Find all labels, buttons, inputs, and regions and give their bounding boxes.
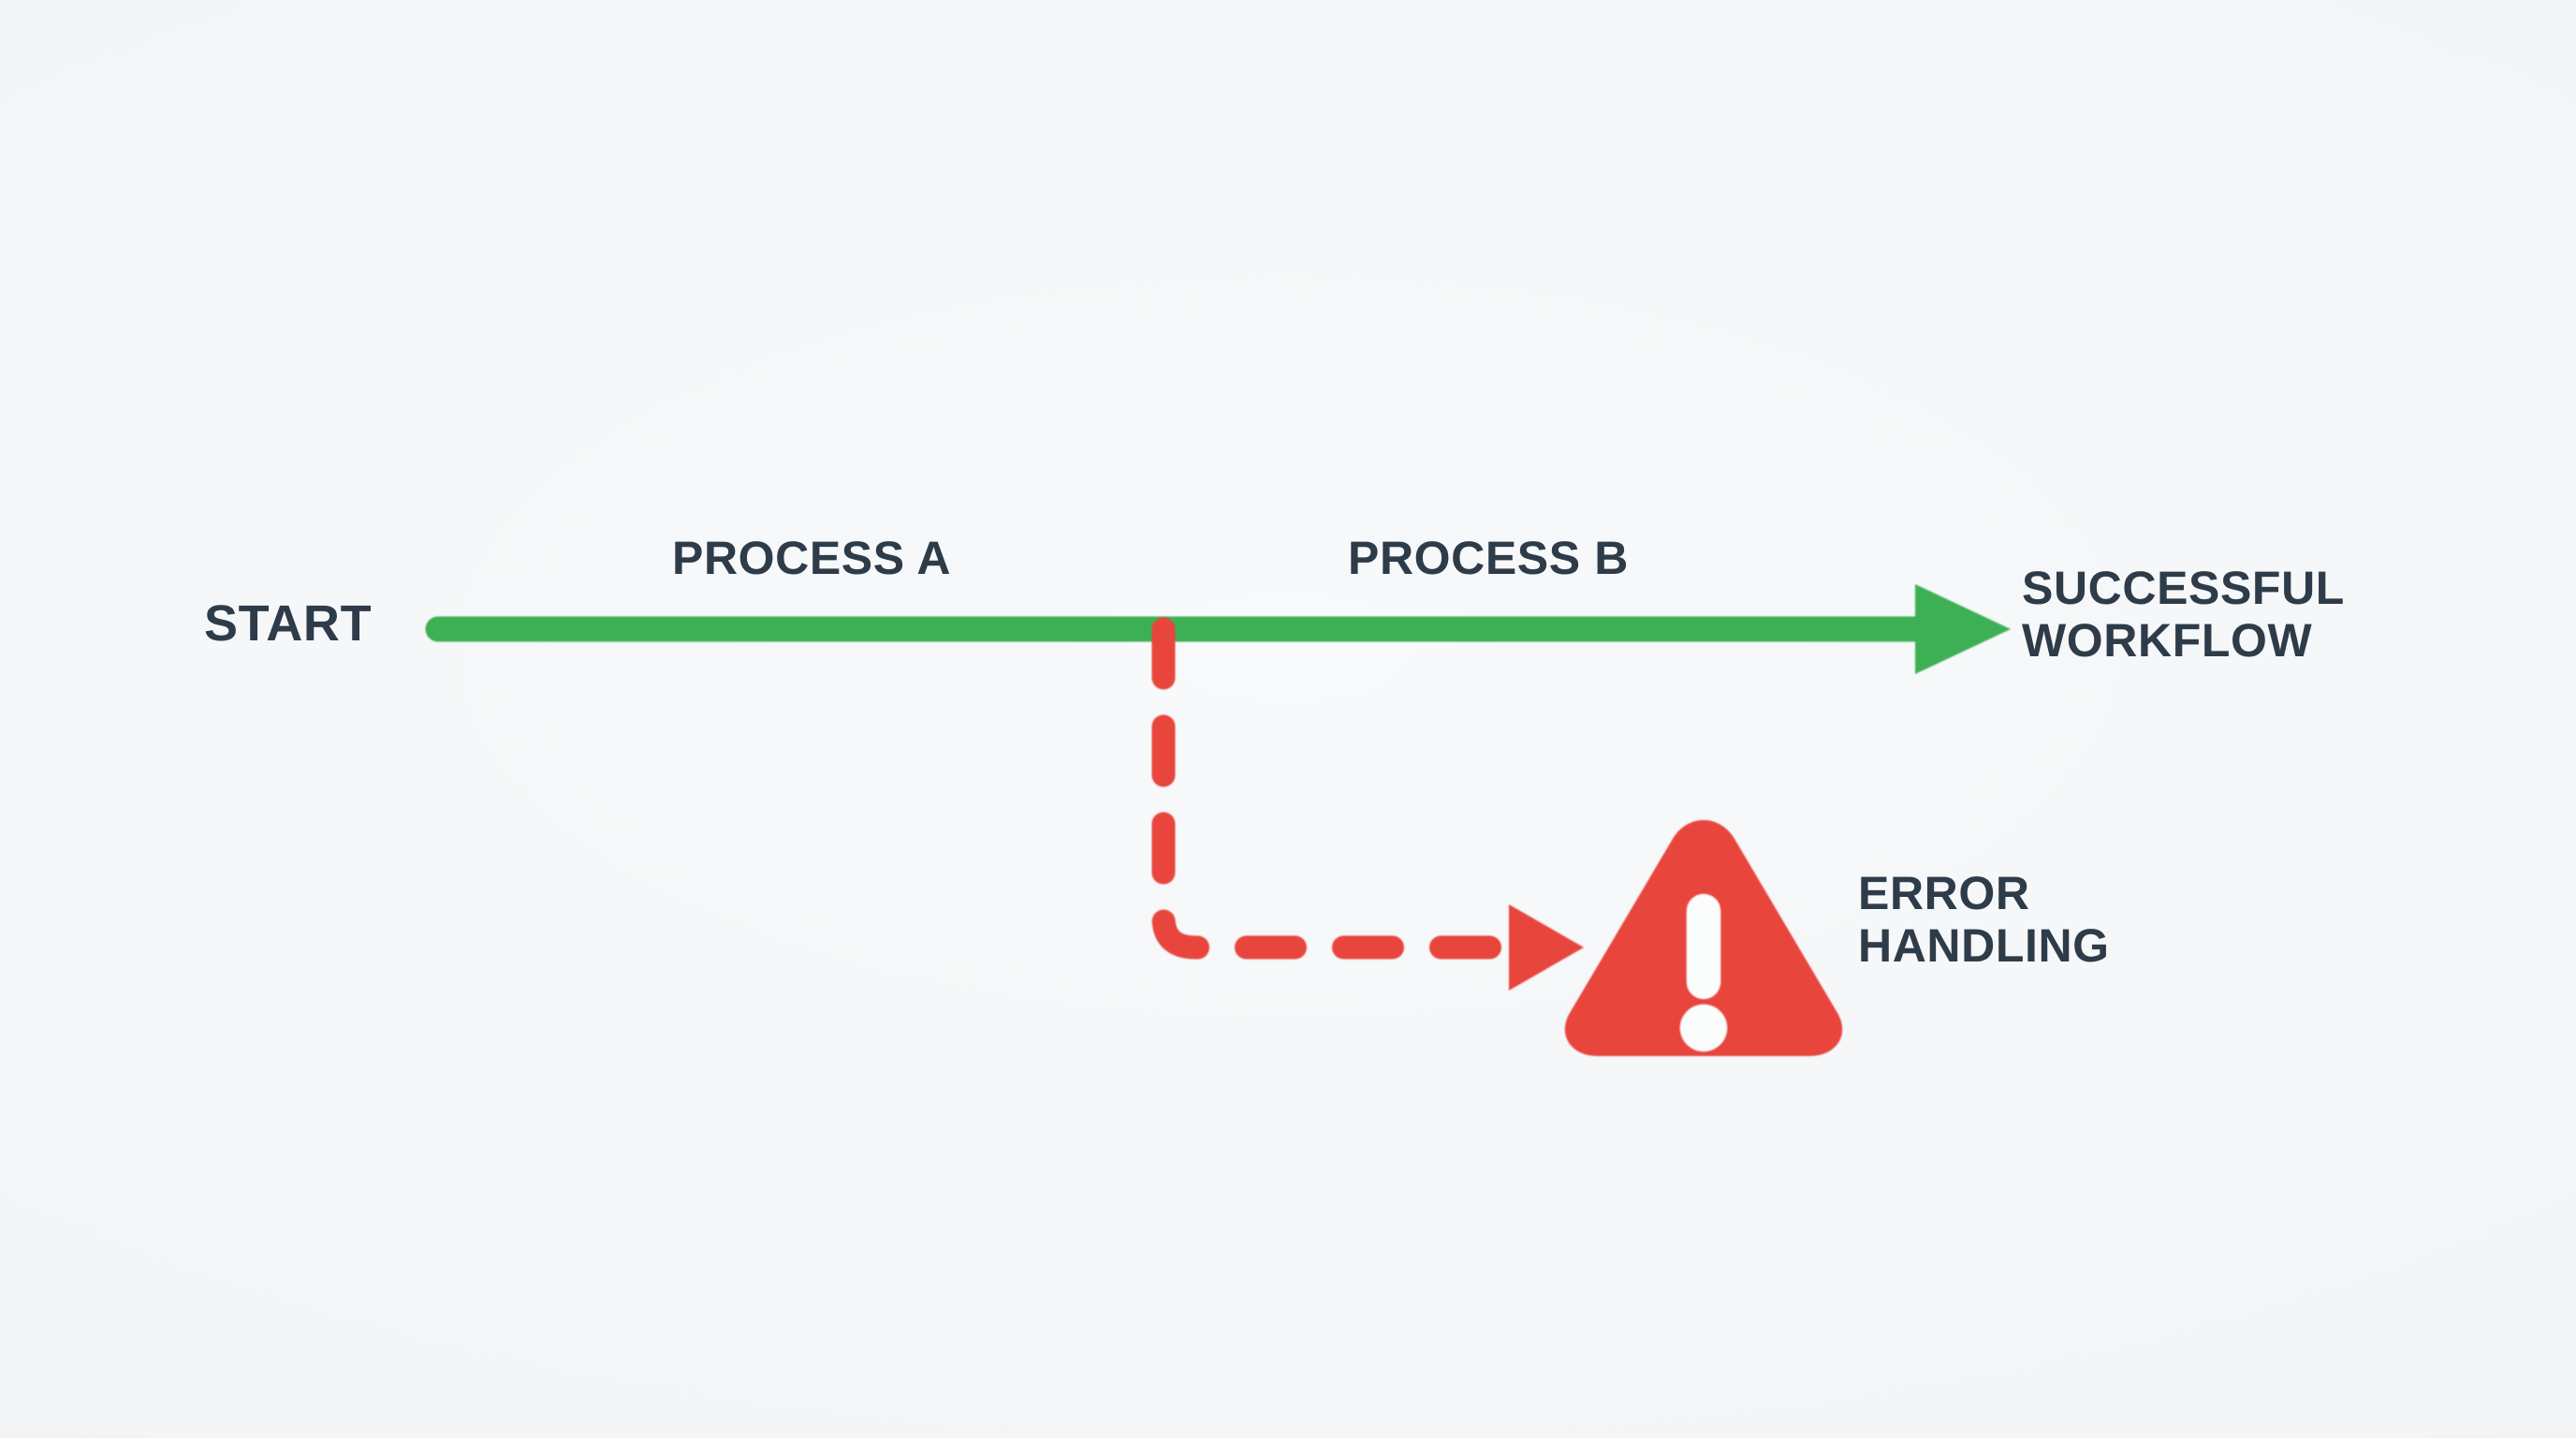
- process-a-edge-label: PROCESS A: [672, 532, 952, 584]
- process-b-edge-label: PROCESS B: [1348, 532, 1629, 584]
- warning-triangle-icon: [1564, 820, 1843, 1056]
- main-success-path: [425, 584, 2011, 674]
- error-arrowhead-icon: [1509, 904, 1584, 990]
- error-handling-label: ERROR HANDLING: [1858, 867, 2110, 972]
- success-arrowhead-icon: [1915, 584, 2011, 674]
- warning-exclamation-dot: [1680, 1005, 1727, 1051]
- successful-workflow-label: SUCCESSFUL WORKFLOW: [2022, 562, 2345, 667]
- start-node-label: START: [204, 595, 373, 652]
- error-branch-path: [1151, 617, 1584, 990]
- warning-exclamation-bar: [1687, 894, 1720, 999]
- error-path-dashed-line: [1151, 617, 1529, 960]
